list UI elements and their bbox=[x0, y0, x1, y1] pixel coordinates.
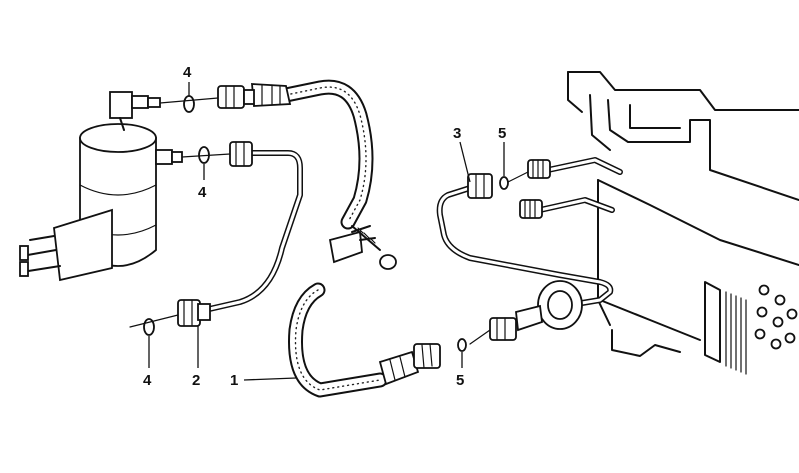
callout-1: 1 bbox=[230, 372, 238, 389]
expansion-valve bbox=[489, 280, 583, 341]
union-nut-lower bbox=[177, 299, 211, 327]
housing-fitting-upper bbox=[527, 159, 551, 179]
callout-4-low: 4 bbox=[143, 372, 152, 389]
callout-2: 2 bbox=[192, 372, 200, 389]
seal-ring-5-top bbox=[499, 176, 509, 190]
hose-crimp-top bbox=[217, 83, 292, 109]
steel-line-2 bbox=[177, 141, 303, 327]
callout-4-mid: 4 bbox=[198, 184, 207, 201]
seal-ring-4-top bbox=[183, 95, 195, 113]
union-nut-upper bbox=[229, 141, 253, 167]
line-3 bbox=[436, 173, 614, 341]
callout-5-low: 5 bbox=[456, 372, 464, 389]
hose-crimp-bottom bbox=[378, 343, 441, 386]
callout-4-top: 4 bbox=[183, 64, 192, 81]
seal-ring-5-low bbox=[457, 338, 467, 352]
callout-5-top: 5 bbox=[498, 125, 506, 142]
evaporator-housing bbox=[519, 71, 799, 375]
callout-leaders bbox=[148, 82, 505, 381]
hose-clip bbox=[328, 225, 376, 264]
clip-screw bbox=[351, 225, 397, 270]
pressure-hose-1 bbox=[217, 79, 441, 398]
line-3-nut bbox=[467, 173, 493, 199]
callout-3: 3 bbox=[453, 125, 461, 142]
housing-fitting-lower bbox=[519, 199, 543, 219]
evaporator-fins bbox=[725, 291, 747, 375]
housing-bolt-holes bbox=[754, 284, 798, 350]
receiver-drier bbox=[19, 91, 183, 282]
